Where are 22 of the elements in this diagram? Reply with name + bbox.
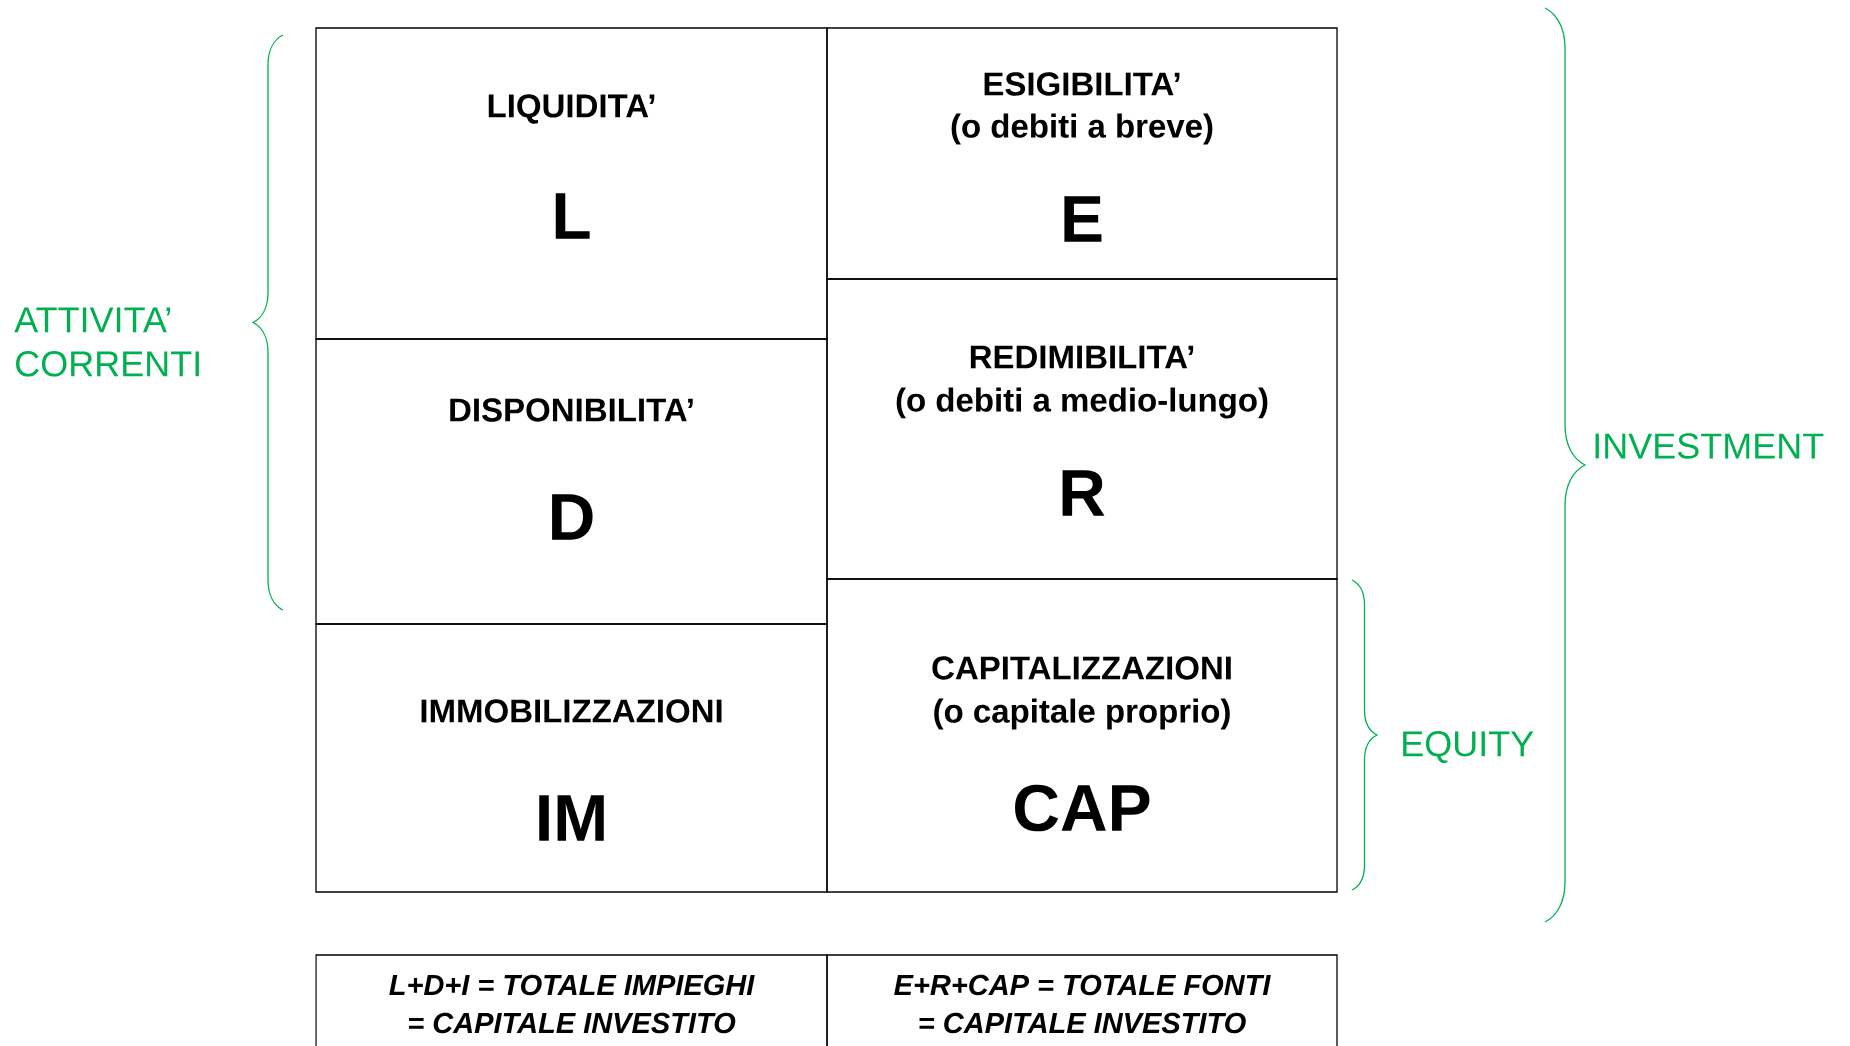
cell-heading: (o capitale proprio) xyxy=(934,698,1230,730)
letter-symbol: E xyxy=(1064,196,1102,242)
letter-symbol: IM xyxy=(539,795,604,841)
cell-heading: LIQUIDITA’ xyxy=(488,94,655,124)
cell-heading: DISPONIBILITA’ xyxy=(450,398,693,422)
cell-heading: IMMOBILIZZAZIONI xyxy=(421,699,722,723)
letter-symbol: R xyxy=(1062,470,1105,516)
brace-label: ATTIVITA’ CORRENTI xyxy=(14,307,199,377)
formula-text: = CAPITALE INVESTITO xyxy=(919,1012,1246,1034)
formula-text: = CAPITALE INVESTITO xyxy=(409,1012,736,1034)
cell-heading: ESIGIBILITA’ xyxy=(984,72,1180,96)
cell-heading: REDIMIBILITA’ xyxy=(970,345,1194,369)
cell-heading: (o debiti a medio-lungo) xyxy=(896,387,1268,419)
letter-symbol: D xyxy=(552,494,593,540)
formula-text: L+D+I = TOTALE IMPIEGHI xyxy=(389,974,755,996)
formula-text: E+R+CAP = TOTALE FONTI xyxy=(894,974,1271,996)
cell-heading: CAPITALIZZAZIONI xyxy=(932,656,1231,680)
brace-label: EQUITY xyxy=(1403,731,1534,763)
brace-label: INVESTMENT xyxy=(1595,433,1824,459)
letter-symbol: CAP xyxy=(1015,784,1150,832)
cell-heading: (o debiti a breve) xyxy=(951,113,1213,145)
letter-symbol: L xyxy=(555,193,590,239)
